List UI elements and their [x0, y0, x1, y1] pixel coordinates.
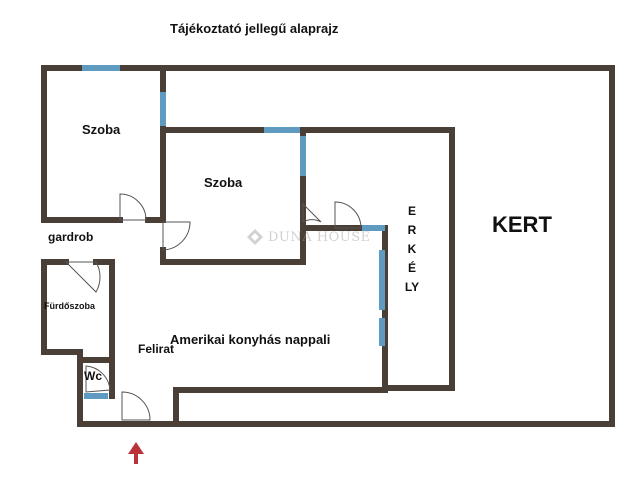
walls: [41, 65, 615, 427]
duna-house-logo-icon: [247, 229, 263, 245]
wall-szoba2-east: [160, 127, 306, 265]
wall-furdo-outer: [41, 259, 83, 363]
room-label-szoba-2: Szoba: [204, 175, 243, 190]
room-label-kert: KERT: [492, 212, 552, 237]
doors: [64, 193, 362, 421]
plan-title: Tájékoztató jellegű alaprajz: [170, 21, 339, 36]
wall-erkely-inner: [300, 225, 388, 391]
room-label-erkely: E R K É LY: [398, 202, 426, 297]
room-label-nappali: Amerikai konyhás nappali: [170, 332, 331, 347]
door-szoba1-icon: [119, 193, 147, 221]
outer-wall: [41, 65, 615, 427]
erkely-letter: E: [407, 204, 416, 218]
door-erkely-2-icon: [334, 201, 362, 229]
room-label-gardrob: gardrob: [48, 230, 94, 244]
room-label-felirat: Felirat: [138, 342, 175, 356]
erkely-letter: É: [407, 261, 416, 275]
wall-south-inner: [173, 387, 388, 427]
watermark-text: DUNA HOUSE: [268, 229, 371, 245]
erkely-letter: K: [407, 242, 417, 256]
door-wc-icon: [85, 365, 111, 393]
door-erkely-1-icon: [302, 202, 322, 223]
room-label-furdoszoba: Fürdőszoba: [44, 301, 95, 311]
erkely-letter: LY: [404, 280, 420, 294]
wall-wc: [77, 357, 115, 399]
windows: [82, 65, 385, 399]
entrance-arrow-icon: [128, 442, 144, 464]
erkely-letter: R: [407, 223, 417, 237]
wall-inner-top: [160, 127, 455, 391]
watermark: DUNA HOUSE: [246, 228, 371, 246]
door-furdo-icon: [64, 261, 101, 293]
wall-furdo-top-right: [93, 259, 115, 363]
door-entrance-icon: [121, 391, 151, 421]
room-label-szoba-1: Szoba: [82, 122, 121, 137]
room-label-wc: Wc: [84, 369, 102, 383]
door-szoba2-icon: [162, 221, 191, 251]
